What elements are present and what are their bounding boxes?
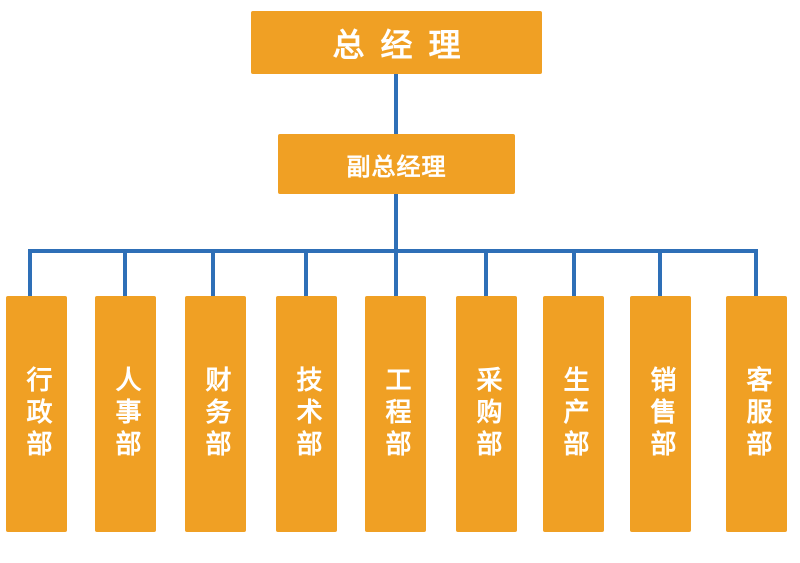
deputy-manager-box: 副总经理 [278,134,515,194]
department-label: 销售部 [646,366,676,462]
general-manager-box: 总经理 [251,11,542,74]
department-box-production: 生产部 [543,296,604,532]
department-box-finance: 财务部 [185,296,246,532]
department-label: 采购部 [472,366,502,462]
department-label: 工程部 [381,366,411,462]
department-box-sales: 销售部 [630,296,691,532]
department-box-technology: 技术部 [276,296,337,532]
department-label: 生产部 [559,366,589,462]
department-box-customer-service: 客服部 [726,296,787,532]
department-box-procurement: 采购部 [456,296,517,532]
department-box-hr: 人事部 [95,296,156,532]
deputy-manager-label: 副总经理 [346,152,447,181]
department-box-admin: 行政部 [6,296,67,532]
department-box-engineering: 工程部 [365,296,426,532]
general-manager-label: 总经理 [332,25,477,64]
department-label: 客服部 [742,366,772,462]
department-label: 财务部 [201,366,231,462]
department-label: 技术部 [292,366,322,462]
department-label: 人事部 [111,366,141,462]
department-label: 行政部 [22,366,52,462]
